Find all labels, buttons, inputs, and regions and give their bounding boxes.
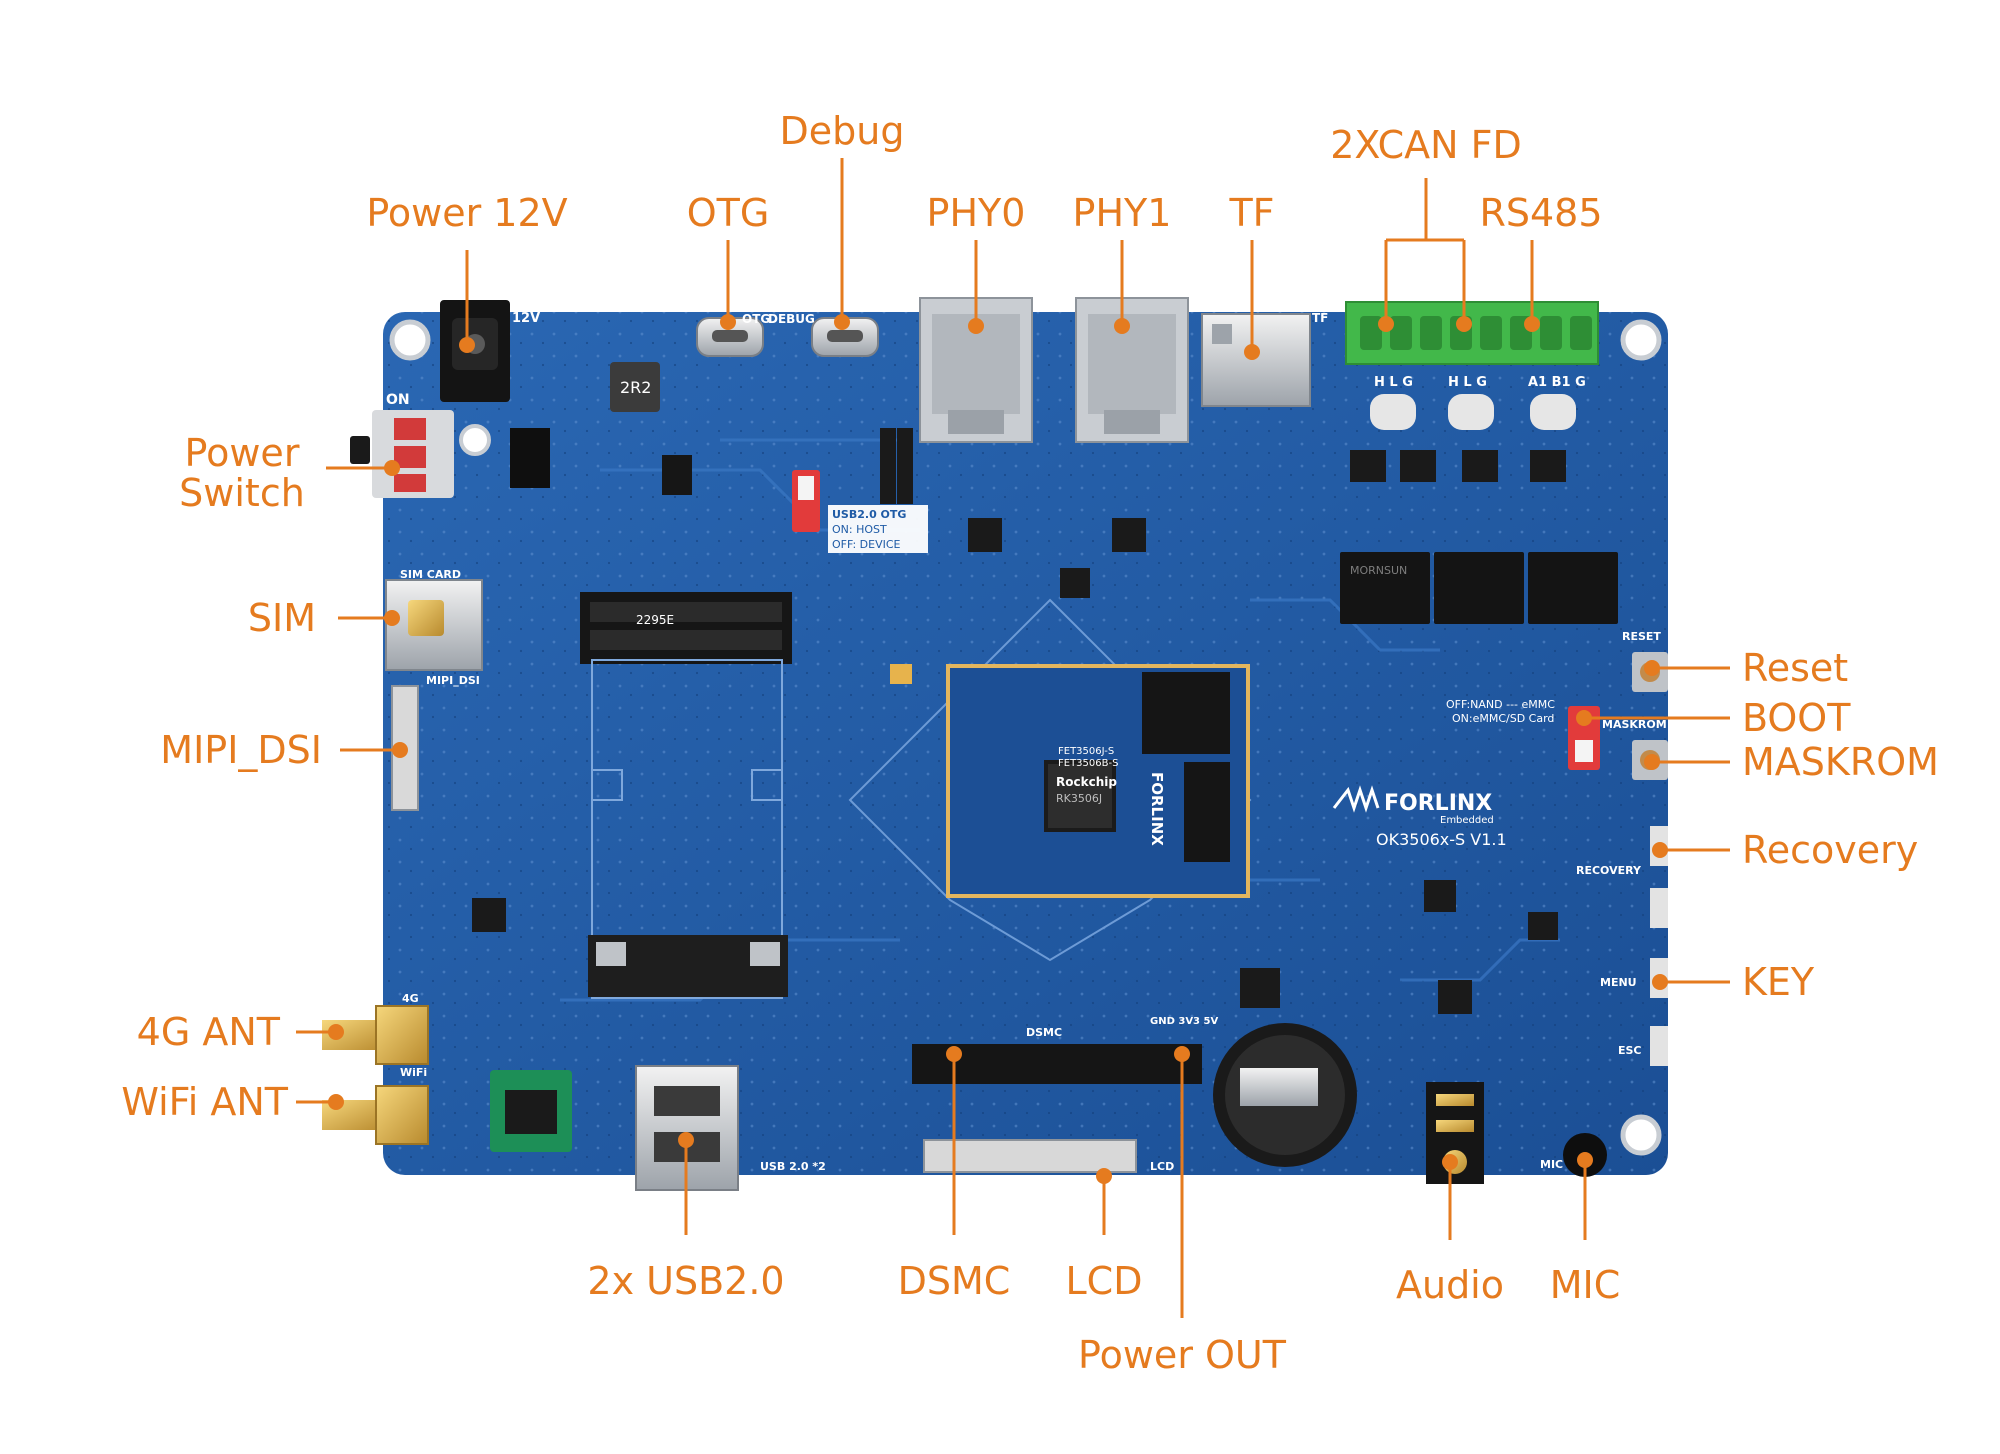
mornsun-modules: [1340, 552, 1618, 624]
silk-boot-off: OFF:NAND --- eMMC: [1446, 698, 1555, 711]
mosfet-part: [662, 455, 692, 495]
label-phy1: PHY1: [1073, 191, 1172, 235]
sim-slot-part: [385, 579, 483, 671]
leader-can-fd: [1384, 178, 1466, 324]
silk-inductor: 2R2: [620, 378, 651, 397]
usb-a-part: [635, 1065, 739, 1191]
power-switch-part: [350, 410, 454, 498]
label-mic: MIC: [1550, 1263, 1621, 1307]
leader-lines: [296, 158, 1730, 1318]
leader-dots: [328, 314, 1668, 1184]
label-wifi-ant: WiFi ANT: [121, 1080, 288, 1124]
label-key: KEY: [1742, 960, 1815, 1004]
silk-brand: FORLINX: [1384, 791, 1492, 816]
label-maskrom: MASKROM: [1742, 740, 1939, 784]
silk-lcd: LCD: [1150, 1160, 1174, 1173]
silk-maskrom: MASKROM: [1602, 718, 1667, 731]
mounting-holes: [389, 319, 1662, 1156]
silk-usb-otg-title: USB2.0 OTG: [832, 508, 906, 521]
label-power-switch-1: Power: [185, 431, 300, 475]
silk-12v: 12V: [512, 311, 540, 326]
misc-chips: [472, 518, 1558, 1014]
label-boot: BOOT: [1742, 696, 1851, 740]
silk-model: OK3506x-S V1.1: [1376, 830, 1507, 849]
silk-som-model-2: FET3506B-S: [1058, 758, 1118, 769]
phy1-rj45-part: [1075, 297, 1189, 443]
crystal-part: [890, 664, 912, 684]
label-usb20: 2x USB2.0: [587, 1259, 784, 1303]
silk-boot-on: ON:eMMC/SD Card: [1452, 712, 1554, 725]
terminal-block-part: [1345, 301, 1599, 365]
silk-reset: RESET: [1622, 630, 1661, 643]
silk-mic: MIC: [1540, 1158, 1563, 1171]
label-reset: Reset: [1742, 646, 1848, 690]
label-otg: OTG: [687, 191, 770, 235]
silk-otg: OTG: [742, 312, 770, 326]
silk-chip-brand: Rockchip: [1056, 775, 1117, 789]
silk-rs485-ab: A1 B1 G: [1528, 375, 1586, 390]
regulator-part: [510, 428, 550, 488]
silk-sim-card: SIM CARD: [400, 568, 461, 581]
tf-slot-part: [1201, 313, 1311, 407]
silk-brand-sub: Embedded: [1440, 815, 1494, 826]
label-power-12v: Power 12V: [366, 191, 567, 235]
silk-m2-label: 2295E: [636, 613, 674, 627]
components: 12V ON 2R2 OTG DEBUG USB2.0 OTG ON:: [322, 297, 1668, 1191]
silk-som-model-1: FET3506J-S: [1058, 746, 1114, 757]
forlinx-logo: [1332, 785, 1380, 813]
label-dsmc: DSMC: [898, 1259, 1011, 1303]
dc-jack: [440, 300, 510, 402]
silk-recovery: RECOVERY: [1576, 864, 1642, 877]
lcd-fpc-part: [923, 1139, 1137, 1173]
silk-debug: DEBUG: [768, 312, 815, 326]
silk-som-brand: FORLINX: [1148, 772, 1166, 846]
sma-wifi-part: [322, 1085, 429, 1145]
silk-usb-otg-host: ON: HOST: [832, 523, 887, 536]
silk-chip-model: RK3506J: [1056, 792, 1102, 805]
inductor-part: [610, 362, 660, 412]
silk-usb-otg-device: OFF: DEVICE: [832, 538, 901, 551]
coin-cell-part: [1213, 1023, 1357, 1167]
phy0-rj45-part: [919, 297, 1033, 443]
silk-tf: TF: [1312, 311, 1328, 325]
silk-on: ON: [386, 392, 410, 408]
m2-socket-part: [580, 592, 792, 999]
label-sim: SIM: [248, 596, 316, 640]
wifi-module-part: [490, 1070, 572, 1152]
silk-usb-2: USB 2.0 *2: [760, 1160, 826, 1173]
label-lcd: LCD: [1066, 1259, 1143, 1303]
silk-can-hlg-1: H L G: [1374, 375, 1413, 390]
silk-menu: MENU: [1600, 976, 1637, 989]
small-ics: [1350, 450, 1566, 482]
label-tf: TF: [1228, 191, 1274, 235]
silk-mipi-dsi: MIPI_DSI: [426, 674, 480, 687]
silk-pwr-hdr: GND 3V3 5V: [1150, 1016, 1218, 1027]
silk-4g: 4G: [402, 992, 419, 1005]
label-power-out: Power OUT: [1078, 1333, 1287, 1377]
jtag-header: [880, 428, 913, 504]
silk-can-hlg-2: H L G: [1448, 375, 1487, 390]
label-audio: Audio: [1396, 1263, 1504, 1307]
label-recovery: Recovery: [1742, 828, 1918, 872]
silk-wifi: WiFi: [400, 1066, 427, 1079]
tvs-parts: [1370, 394, 1576, 430]
silk-esc: ESC: [1618, 1044, 1642, 1057]
silk-dsmc: DSMC: [1026, 1026, 1062, 1039]
label-rs485: RS485: [1479, 191, 1602, 235]
audio-jack-part: [1426, 1082, 1484, 1184]
label-debug: Debug: [780, 109, 905, 153]
label-phy0: PHY0: [927, 191, 1026, 235]
label-can-fd: 2XCAN FD: [1330, 123, 1522, 167]
label-4g-ant: 4G ANT: [137, 1010, 281, 1054]
callout-labels: Power 12V OTG Debug PHY0 PHY1 TF 2XCAN F…: [121, 109, 1939, 1377]
label-mipi-dsi: MIPI_DSI: [160, 728, 322, 772]
silk-mornsun: MORNSUN: [1350, 564, 1407, 577]
label-power-switch-2: Switch: [179, 471, 305, 515]
som-module: [848, 598, 1252, 962]
